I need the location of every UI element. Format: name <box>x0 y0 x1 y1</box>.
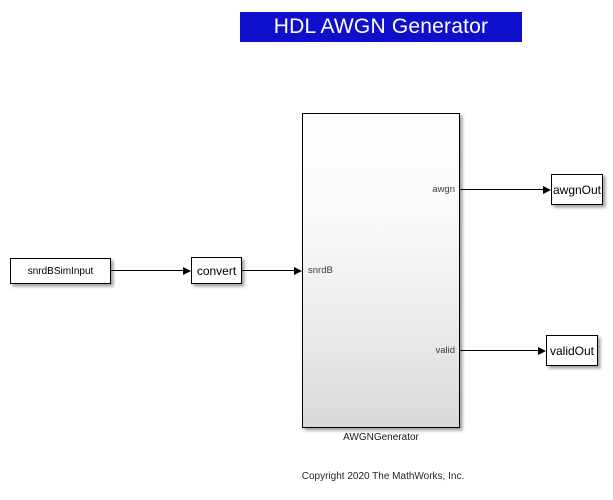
signal-line-valid-to-validout[interactable] <box>460 350 539 351</box>
inport-label: snrdBSimInput <box>27 265 94 277</box>
inport-block-snrdbsiminput[interactable]: snrdBSimInput <box>10 258 111 284</box>
arrowhead-icon <box>538 347 546 355</box>
port-label-snrdb: snrdB <box>308 265 333 276</box>
outport-valid-label: validOut <box>549 343 595 358</box>
convert-label: convert <box>196 263 237 278</box>
arrowhead-icon <box>543 186 551 194</box>
subsystem-name-label: AWGNGenerator <box>343 432 419 443</box>
subsystem-block-awgngenerator[interactable]: snrdB awgn valid <box>302 113 460 428</box>
port-label-valid: valid <box>435 345 455 356</box>
outport-awgn-label: awgnOut <box>552 182 602 197</box>
copyright-text: Copyright 2020 The MathWorks, Inc. <box>301 471 465 482</box>
signal-line-inport-to-convert[interactable] <box>111 270 184 271</box>
signal-line-awgn-to-awgnout[interactable] <box>460 189 544 190</box>
convert-block[interactable]: convert <box>191 257 242 284</box>
outport-block-awgnout[interactable]: awgnOut <box>551 174 603 205</box>
title-text: HDL AWGN Generator <box>273 15 489 38</box>
port-label-awgn: awgn <box>432 184 455 195</box>
arrowhead-icon <box>294 267 302 275</box>
title-banner[interactable]: HDL AWGN Generator <box>240 12 522 42</box>
outport-block-validout[interactable]: validOut <box>546 335 598 366</box>
signal-line-convert-to-subsystem[interactable] <box>242 270 295 271</box>
arrowhead-icon <box>183 267 191 275</box>
